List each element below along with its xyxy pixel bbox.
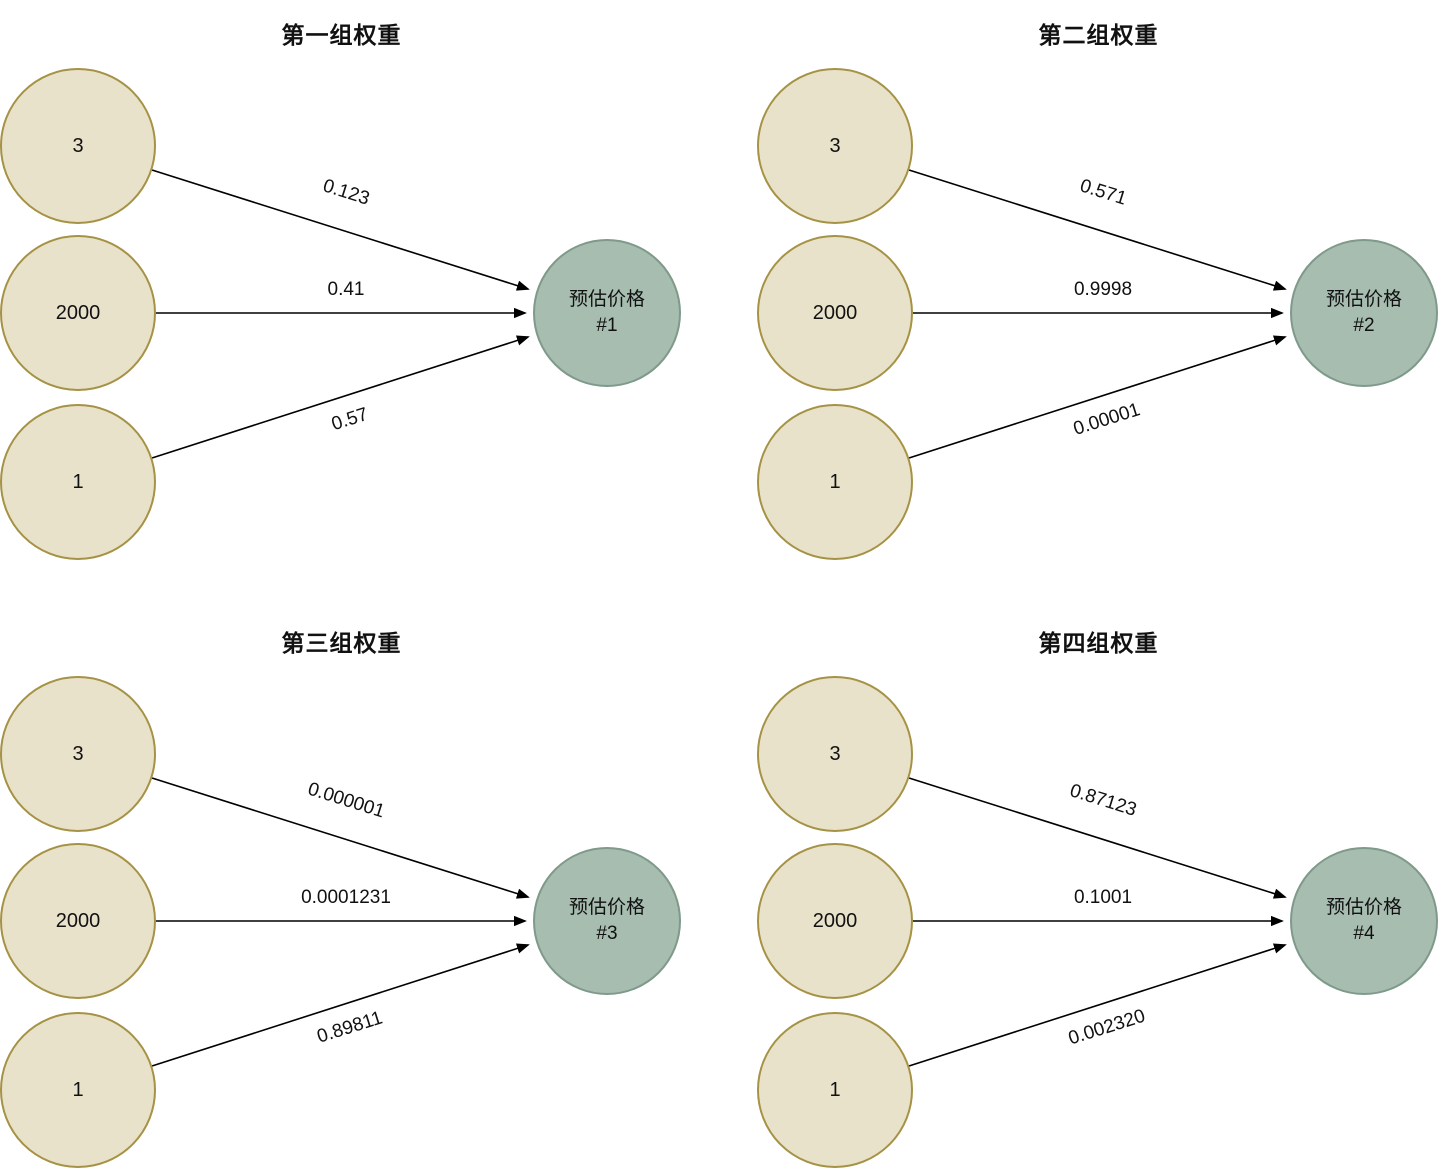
- output-id: #1: [596, 315, 618, 336]
- output-id: #2: [1353, 315, 1375, 336]
- output-node: 预估价格 #2: [1290, 239, 1438, 387]
- input-node-3: 3: [0, 676, 156, 832]
- weight-label-1: 0.87123: [1067, 780, 1140, 821]
- input-node-2000: 2000: [0, 235, 156, 391]
- weight-label-1: 0.000001: [305, 778, 388, 823]
- weight-group-2: 第二组权重 3 2000 1 预估价格 #2 0.571 0.9998 0.00…: [757, 0, 1440, 561]
- weight-group-3: 第三组权重 3 2000 1 预估价格 #3 0.000001 0.000123…: [0, 608, 683, 1169]
- input-node-3: 3: [757, 68, 913, 224]
- weight-label-1: 0.571: [1077, 175, 1129, 210]
- output-label: 预估价格: [568, 897, 645, 919]
- output-id: #4: [1353, 923, 1375, 944]
- weight-label-3: 0.57: [329, 403, 371, 436]
- weight-label-3: 0.002320: [1065, 1005, 1148, 1050]
- output-label: 预估价格: [568, 289, 645, 311]
- group-title: 第二组权重: [1038, 22, 1159, 48]
- input-node-2000: 2000: [0, 843, 156, 999]
- input-node-1: 1: [757, 404, 913, 560]
- weight-group-1: 第一组权重 3 2000 1 预估价格 #1 0.123 0.41 0.57: [0, 0, 683, 561]
- group-title: 第一组权重: [281, 22, 402, 48]
- input-value: 1: [829, 1078, 841, 1101]
- group-title: 第四组权重: [1038, 630, 1159, 656]
- input-value: 3: [72, 742, 84, 765]
- output-label: 预估价格: [1325, 897, 1402, 919]
- input-node-2000: 2000: [757, 843, 913, 999]
- input-node-1: 1: [757, 1012, 913, 1168]
- output-node: 预估价格 #3: [533, 847, 681, 995]
- input-value: 2000: [812, 301, 858, 324]
- weight-label-2: 0.41: [327, 279, 365, 300]
- weight-label-2: 0.0001231: [301, 887, 391, 908]
- weight-label-2: 0.1001: [1073, 887, 1133, 908]
- input-value: 3: [72, 134, 84, 157]
- output-id: #3: [596, 923, 618, 944]
- input-node-1: 1: [0, 1012, 156, 1168]
- input-value: 3: [829, 134, 841, 157]
- input-value: 3: [829, 742, 841, 765]
- output-node: 预估价格 #1: [533, 239, 681, 387]
- input-node-3: 3: [757, 676, 913, 832]
- input-value: 1: [829, 470, 841, 493]
- input-value: 1: [72, 1078, 84, 1101]
- input-node-2000: 2000: [757, 235, 913, 391]
- input-node-1: 1: [0, 404, 156, 560]
- weight-group-4: 第四组权重 3 2000 1 预估价格 #4 0.87123 0.1001 0.…: [757, 608, 1440, 1169]
- weight-label-2: 0.9998: [1073, 279, 1133, 300]
- input-value: 1: [72, 470, 84, 493]
- input-value: 2000: [55, 909, 101, 932]
- output-label: 预估价格: [1325, 289, 1402, 311]
- group-title: 第三组权重: [281, 630, 402, 656]
- input-value: 2000: [55, 301, 101, 324]
- weight-label-3: 0.00001: [1070, 399, 1143, 440]
- weight-label-1: 0.123: [320, 175, 372, 210]
- input-node-3: 3: [0, 68, 156, 224]
- weight-label-3: 0.89811: [314, 1007, 386, 1048]
- input-value: 2000: [812, 909, 858, 932]
- output-node: 预估价格 #4: [1290, 847, 1438, 995]
